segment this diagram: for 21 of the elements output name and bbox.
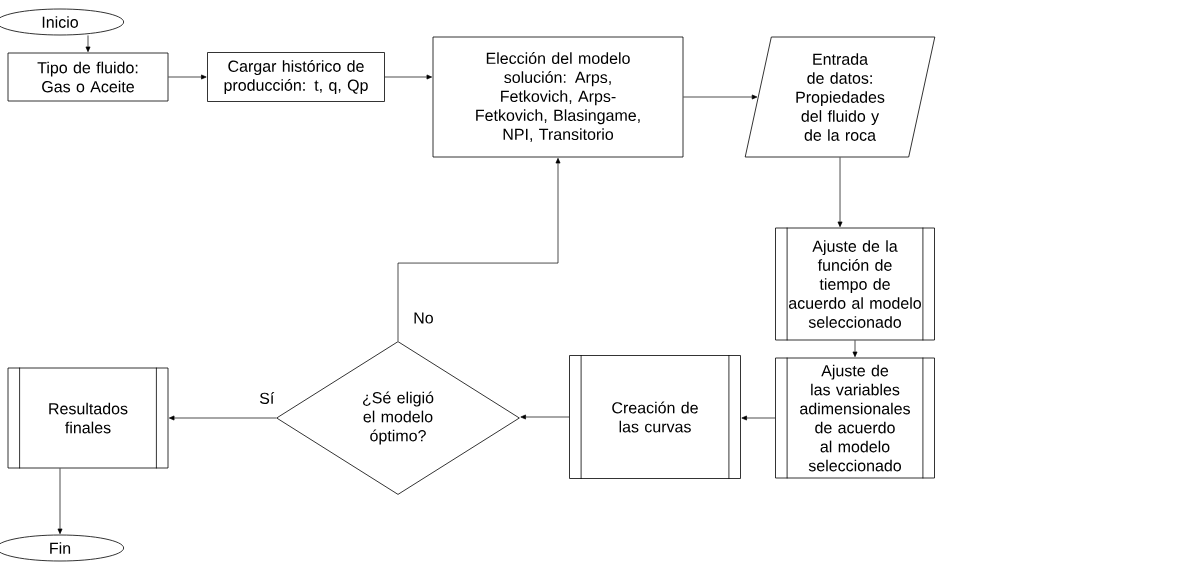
edge-label: Sí [258, 391, 276, 405]
arrow [384, 74, 433, 80]
arrow [837, 157, 843, 228]
arrow [85, 35, 91, 53]
process-box: Cargar histórico de producción: t, q, Qp [207, 52, 385, 102]
arrow [741, 415, 776, 421]
edge-label: No [412, 311, 435, 325]
arrow [57, 468, 63, 535]
arrow [683, 94, 758, 100]
subprocess-box: Resultados finales [7, 367, 169, 469]
arrow [520, 414, 570, 420]
arrow [852, 340, 858, 358]
arrow [168, 74, 207, 80]
subprocess-box: Creación de las curvas [569, 354, 741, 480]
input-parallelogram: Entrada de datos: Propiedades del fluido y de la roca [744, 36, 936, 158]
arrow [168, 415, 277, 421]
subprocess-box: Ajuste de la función de tiempo de acuerdo al modelo seleccionado [775, 227, 935, 341]
process-box: Elección del modelo solución: Arps, Fetkovich, Arps-Fetkovich, Blasingame, NPI, Transitorio [432, 36, 684, 158]
process-box: Tipo de fluido: Gas o Aceite [7, 52, 169, 102]
subprocess-box: Ajuste de las variables adimensionales de acuerdo al modelo seleccionado [775, 357, 935, 479]
arrow [397, 157, 561, 342]
